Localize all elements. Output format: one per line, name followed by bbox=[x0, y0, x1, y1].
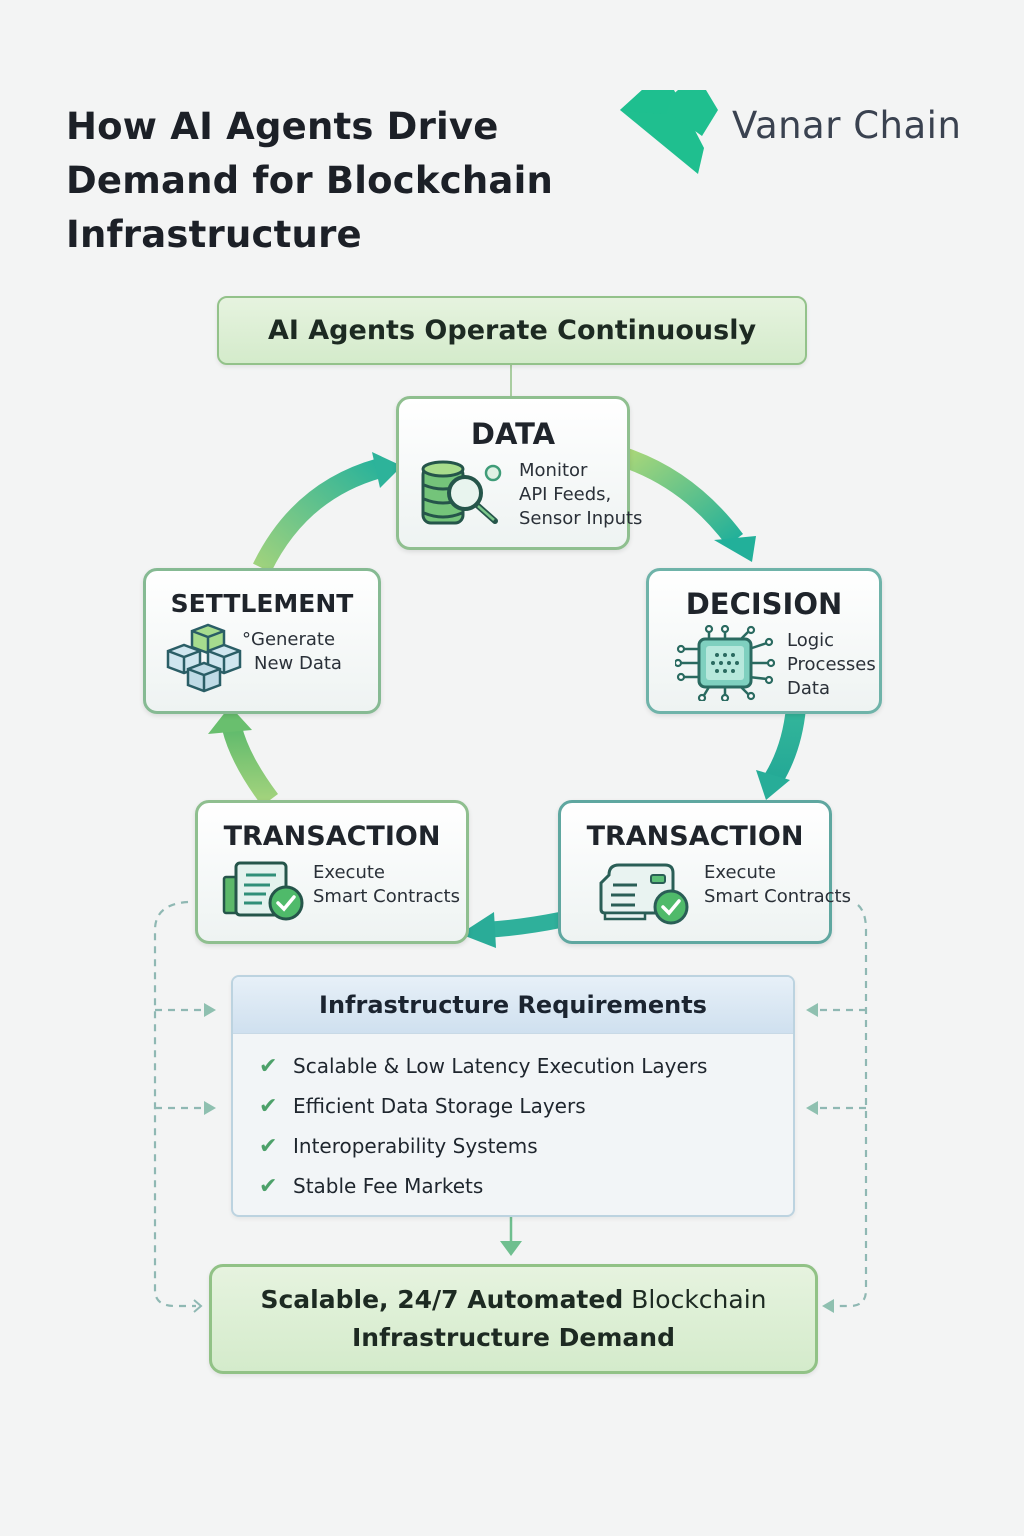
desc-line: Processes bbox=[787, 654, 876, 675]
desc-line: Logic bbox=[787, 630, 835, 651]
requirement-text: Efficient Data Storage Layers bbox=[293, 1094, 586, 1118]
node-settlement: SETTLEMENT °Generate New Data bbox=[143, 568, 381, 714]
page-title: How AI Agents Drive Demand for Blockchai… bbox=[66, 100, 606, 262]
outcome-rest: Blockchain bbox=[623, 1285, 767, 1314]
requirement-item: ✔ Efficient Data Storage Layers bbox=[259, 1086, 793, 1126]
outcome-line-2: Infrastructure Demand bbox=[351, 1323, 675, 1352]
desc-line: Execute bbox=[704, 862, 776, 883]
node-settlement-description: °Generate New Data bbox=[242, 628, 342, 676]
arrow-settlement-to-data bbox=[253, 452, 402, 573]
requirement-text: Stable Fee Markets bbox=[293, 1174, 484, 1198]
node-transaction-left-description: Execute Smart Contracts bbox=[313, 861, 460, 909]
arrow-transaction-to-settlement bbox=[208, 706, 279, 806]
desc-line: Monitor bbox=[519, 460, 588, 481]
outcome-banner: Scalable, 24/7 Automated Blockchain Infr… bbox=[209, 1264, 818, 1374]
requirements-title: Infrastructure Requirements bbox=[233, 977, 793, 1034]
top-banner-label: AI Agents Operate Continuously bbox=[267, 315, 757, 346]
node-decision-description: Logic Processes Data bbox=[787, 629, 876, 701]
processor-chip-icon bbox=[675, 625, 775, 701]
desc-line: Smart Contracts bbox=[704, 886, 851, 907]
contract-check-icon bbox=[599, 863, 689, 925]
requirement-text: Scalable & Low Latency Execution Layers bbox=[293, 1054, 708, 1078]
dashed-arrowheads-left bbox=[204, 1003, 216, 1115]
dashed-connector-left bbox=[153, 900, 206, 1308]
arrow-transaction-to-transaction bbox=[460, 912, 562, 948]
desc-line: Sensor Inputs bbox=[519, 508, 643, 529]
node-data: DATA Monitor API Feeds, Sensor Inputs bbox=[396, 396, 642, 550]
blocks-cluster-icon bbox=[166, 623, 242, 693]
database-search-icon bbox=[421, 460, 502, 525]
check-icon: ✔ bbox=[259, 1053, 278, 1079]
requirement-item: ✔ Stable Fee Markets bbox=[259, 1166, 793, 1206]
desc-line: Data bbox=[787, 678, 830, 699]
title-line-2: Demand for Blockchain bbox=[66, 159, 553, 202]
node-transaction-left-title: TRANSACTION bbox=[223, 821, 441, 852]
node-decision-title: DECISION bbox=[685, 587, 843, 621]
desc-line: °Generate bbox=[242, 629, 336, 650]
dashed-arrowhead-bottom-left bbox=[193, 1299, 203, 1313]
requirement-text: Interoperability Systems bbox=[293, 1134, 538, 1158]
requirement-item: ✔ Scalable & Low Latency Execution Layers bbox=[259, 1046, 793, 1086]
outcome-bold: Scalable, 24/7 Automated bbox=[260, 1285, 624, 1314]
vanar-logo-icon bbox=[620, 90, 718, 174]
check-icon: ✔ bbox=[259, 1093, 278, 1119]
desc-line: Execute bbox=[313, 862, 385, 883]
desc-line: API Feeds, bbox=[519, 484, 612, 505]
arrow-requirements-to-outcome bbox=[500, 1216, 522, 1256]
node-settlement-title: SETTLEMENT bbox=[170, 589, 354, 618]
arrow-decision-to-transaction bbox=[756, 706, 806, 800]
desc-line: New Data bbox=[254, 653, 342, 674]
node-transaction-right-title: TRANSACTION bbox=[586, 821, 804, 852]
node-transaction-right: TRANSACTION Execute Smart Contracts bbox=[558, 800, 851, 944]
top-banner: AI Agents Operate Continuously bbox=[217, 296, 807, 365]
node-data-title: DATA bbox=[470, 417, 556, 451]
title-line-1: How AI Agents Drive bbox=[66, 105, 499, 148]
check-icon: ✔ bbox=[259, 1133, 278, 1159]
requirement-item: ✔ Interoperability Systems bbox=[259, 1126, 793, 1166]
node-transaction-right-description: Execute Smart Contracts bbox=[704, 861, 851, 909]
desc-line: Smart Contracts bbox=[313, 886, 460, 907]
requirements-panel: Infrastructure Requirements ✔ Scalable & … bbox=[231, 975, 795, 1217]
check-icon: ✔ bbox=[259, 1173, 278, 1199]
node-transaction-left: TRANSACTION Execute Smart Contracts bbox=[195, 800, 469, 944]
brand-logo: Vanar Chain bbox=[618, 88, 978, 178]
dashed-connector-right bbox=[816, 904, 868, 1308]
document-check-icon bbox=[222, 861, 304, 921]
requirements-list: ✔ Scalable & Low Latency Execution Layers… bbox=[233, 1034, 793, 1206]
title-line-3: Infrastructure bbox=[66, 213, 362, 256]
node-decision: DECISION Logic Processes Data bbox=[646, 568, 882, 714]
node-data-description: Monitor API Feeds, Sensor Inputs bbox=[519, 459, 642, 531]
outcome-line-1: Scalable, 24/7 Automated Blockchain bbox=[260, 1281, 766, 1319]
brand-name: Vanar Chain bbox=[732, 104, 962, 147]
dashed-arrowheads-right bbox=[806, 1003, 834, 1313]
arrow-data-to-decision bbox=[622, 448, 756, 562]
